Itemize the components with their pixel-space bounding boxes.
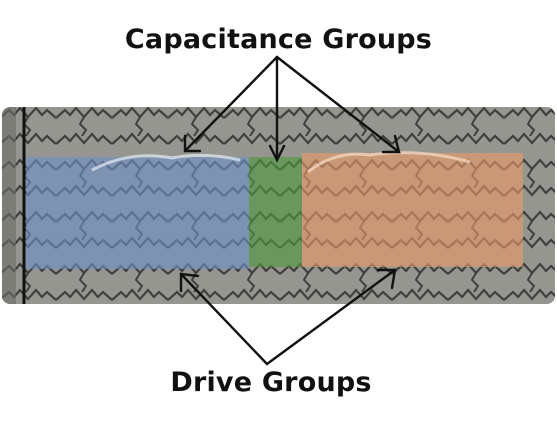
arrow-to-right-group xyxy=(275,55,401,154)
drive-groups-label: Drive Groups xyxy=(170,367,372,398)
capacitance-arrows xyxy=(183,55,401,163)
arrowhead-drive-left xyxy=(179,272,200,293)
drive-arrows xyxy=(179,268,397,366)
glare-right xyxy=(307,151,471,174)
strip-left-edge xyxy=(2,107,16,304)
right-group-region xyxy=(302,153,523,267)
glare-left xyxy=(91,153,241,172)
arrowhead-drive-right xyxy=(376,268,397,290)
arrowhead-middle xyxy=(268,144,286,163)
arrow-to-left-group xyxy=(183,55,279,153)
arrowhead-right xyxy=(381,134,401,154)
arrow-to-left-drive xyxy=(179,272,269,366)
middle-group-region xyxy=(249,157,302,267)
left-group-region xyxy=(26,157,249,269)
capacitance-groups-label: Capacitance Groups xyxy=(124,24,433,55)
arrowhead-left xyxy=(183,134,202,153)
sensor-strip xyxy=(2,107,555,304)
arrow-to-right-drive xyxy=(265,268,397,366)
